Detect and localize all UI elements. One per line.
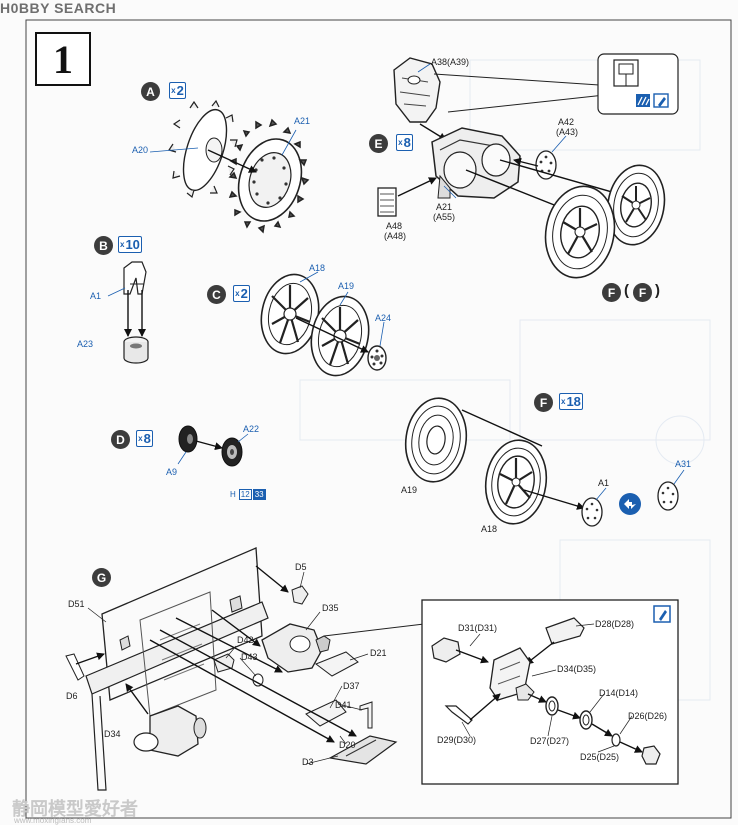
page-border xyxy=(25,19,732,819)
group-f-alt-marker: F xyxy=(633,283,652,302)
label-d31: D31(D31) xyxy=(458,623,498,633)
label-a21-e: A21 xyxy=(436,202,453,212)
label-a43: (A43) xyxy=(556,127,579,137)
label-d28: D28(D28) xyxy=(595,619,635,629)
label-d3: D3 xyxy=(302,757,314,767)
group-f-alt-open: ( xyxy=(624,282,629,299)
label-d26: D26(D26) xyxy=(628,711,668,721)
label-a18-c: A18 xyxy=(309,263,326,273)
group-b-mult-value: 10 xyxy=(125,237,140,252)
d-wheels xyxy=(177,425,249,467)
label-a42: A42 xyxy=(558,117,575,127)
glue-callout xyxy=(433,53,679,115)
detail-inset xyxy=(421,599,679,785)
h-ref-letter: H xyxy=(230,490,236,499)
watermark-top: H0BBY SEARCH xyxy=(0,0,117,16)
watermark-url: www.moxingfans.com xyxy=(14,816,92,825)
h-ref-num2: 33 xyxy=(252,489,266,500)
label-a9: A9 xyxy=(166,467,178,477)
group-e-mult-value: 8 xyxy=(403,135,411,150)
label-d25: D25(D25) xyxy=(580,752,620,762)
group-f-marker: F xyxy=(602,283,621,302)
label-a19-c: A19 xyxy=(338,281,355,291)
group-a-mult-value: 2 xyxy=(176,83,184,98)
b-assembly xyxy=(107,261,149,364)
label-a38: A38(A39) xyxy=(431,57,470,67)
group-f2-mult-value: 18 xyxy=(566,394,581,409)
group-f2-marker: F xyxy=(534,393,553,412)
label-d20: D20 xyxy=(339,740,356,750)
h-reference: H 12 33 xyxy=(230,489,266,500)
label-a55: (A55) xyxy=(433,212,456,222)
label-a1-f: A1 xyxy=(598,478,610,488)
label-a23: A23 xyxy=(77,339,94,349)
f-wheel-pair xyxy=(544,164,666,279)
f-idler-wheels xyxy=(404,397,685,527)
label-d42: D42 xyxy=(237,635,254,645)
label-a48-paren: (A48) xyxy=(384,231,407,241)
label-d41: D41 xyxy=(335,700,352,710)
e-bogie xyxy=(377,57,641,222)
label-a19-f: A19 xyxy=(401,485,418,495)
label-d21: D21 xyxy=(370,648,387,658)
group-d-marker: D xyxy=(111,430,130,449)
label-a1-b: A1 xyxy=(90,291,102,301)
label-d5: D5 xyxy=(295,562,307,572)
group-e-marker: E xyxy=(369,134,388,153)
watermark-bottom: 静岡模型愛好者 xyxy=(12,799,138,819)
g-hull-assembly xyxy=(65,547,425,791)
label-d51: D51 xyxy=(68,599,85,609)
group-d-mult-value: 8 xyxy=(143,431,151,446)
label-d35: D35 xyxy=(322,603,339,613)
label-a18-f: A18 xyxy=(481,524,498,534)
c-road-wheel xyxy=(260,271,387,377)
step-number: 1 xyxy=(35,32,91,86)
group-f-alt-close: ) xyxy=(655,282,660,299)
label-a22: A22 xyxy=(243,424,260,434)
group-g-marker: G xyxy=(92,568,111,587)
label-d43: D43 xyxy=(241,652,258,662)
label-d34: D34 xyxy=(104,729,121,739)
sprocket-assembly xyxy=(149,99,310,234)
h-ref-num1: 12 xyxy=(238,489,252,500)
label-a24: A24 xyxy=(375,313,392,323)
label-d27: D27(D27) xyxy=(530,736,570,746)
label-a48: A48 xyxy=(386,221,403,231)
label-d37: D37 xyxy=(343,681,360,691)
group-a-marker: A xyxy=(141,82,160,101)
group-b-marker: B xyxy=(94,236,113,255)
label-d14: D14(D14) xyxy=(599,688,639,698)
label-d6: D6 xyxy=(66,691,78,701)
label-a31: A31 xyxy=(675,459,692,469)
label-d29: D29(D30) xyxy=(437,735,477,745)
background-show-through xyxy=(299,59,711,701)
label-d34b: D34(D35) xyxy=(557,664,597,674)
label-a21-a: A21 xyxy=(294,116,311,126)
label-a20: A20 xyxy=(132,145,149,155)
group-c-marker: C xyxy=(207,285,226,304)
group-c-mult-value: 2 xyxy=(240,286,248,301)
